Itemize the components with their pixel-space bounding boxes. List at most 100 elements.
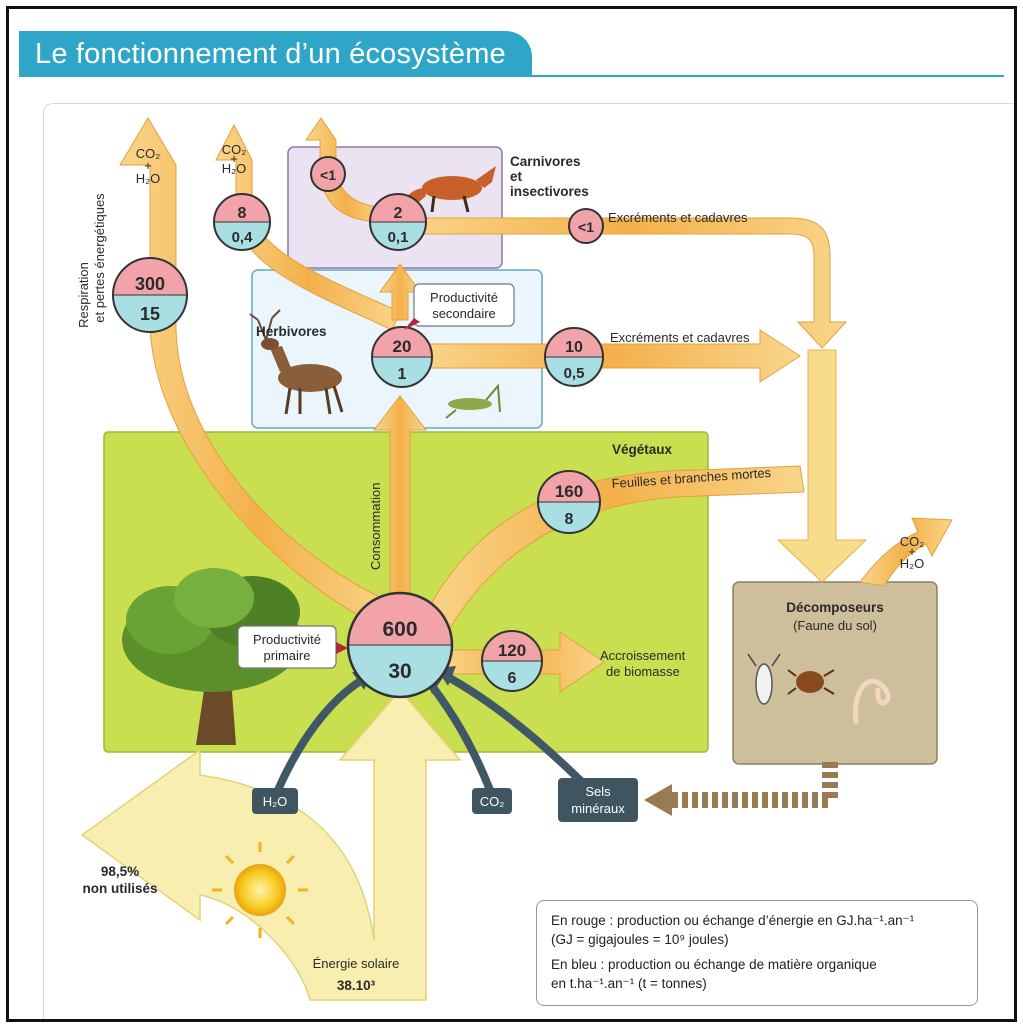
springtail-icon	[747, 653, 781, 705]
carnivores-loss-arrow	[305, 117, 387, 223]
respiration-arrow	[119, 117, 399, 626]
circle-litter: 160 8	[537, 470, 601, 534]
secondary-callout-pointer-icon	[404, 318, 420, 330]
primary-productivity-line2: primaire	[264, 648, 311, 663]
carnivores-title-line2: et	[510, 169, 523, 184]
decomposeurs-title: Décomposeurs	[786, 600, 884, 615]
decomposers-gas-label: CO₂ + H₂O	[900, 534, 925, 571]
respiration-gas-label: CO₂ + H₂O	[136, 146, 161, 186]
circle-carnivores-excrement: <1	[568, 208, 604, 244]
svg-text:H₂O: H₂O	[136, 171, 161, 186]
herbivores-energy: 20	[393, 337, 412, 356]
unused-label: non utilisés	[82, 881, 157, 896]
secondary-productivity-line1: Productivité	[430, 290, 498, 305]
to-decomposers-arrow	[776, 349, 868, 583]
legend-blue: En bleu : production ou échange de matiè…	[551, 955, 963, 993]
accroissement-label-2: de biomasse	[606, 664, 680, 679]
carnivores-matter: 0,1	[388, 229, 409, 246]
herbivores-matter: 1	[398, 366, 407, 383]
legend-red-line2: (GJ = gigajoules = 10⁹ joules)	[551, 932, 729, 947]
co2-input-arrow	[428, 683, 494, 792]
herbivores-loss-matter: 0,4	[232, 229, 254, 246]
minerals-label-line2: minéraux	[571, 801, 625, 816]
h2o-box-label: H₂O	[263, 794, 288, 809]
h2o-box	[252, 788, 298, 814]
grasshopper-icon	[445, 383, 501, 419]
svg-text:CO₂: CO₂	[900, 534, 925, 549]
minerals-label-line1: Sels	[585, 784, 611, 799]
tree-icon	[122, 568, 302, 745]
secondary-productivity-line2: secondaire	[432, 306, 496, 321]
minerals-box	[558, 778, 638, 822]
deer-icon	[249, 309, 344, 415]
circle-herbivores-excrement: 10 0,5	[544, 327, 604, 387]
circle-biomass: 120 6	[481, 630, 543, 692]
solar-energy-value: 38.10³	[337, 978, 376, 993]
herbivores-excrement-arrow	[419, 329, 801, 383]
consumption-arrow	[372, 395, 428, 606]
respiration-matter: 15	[140, 304, 160, 324]
carnivores-energy: 2	[394, 205, 403, 222]
herbivores-title: Herbivores	[256, 324, 327, 339]
svg-text:+: +	[908, 544, 916, 559]
carnivores-excrement-arrow	[407, 217, 848, 349]
carnivores-excrement-label: Excréments et cadavres	[608, 210, 748, 225]
legend-blue-line2: en t.ha⁻¹.an⁻¹ (t = tonnes)	[551, 976, 707, 991]
decomposers-co2-arrow	[859, 517, 953, 587]
legend-blue-line1: En bleu : production ou échange de matiè…	[551, 957, 877, 972]
legend-red: En rouge : production ou échange d’énerg…	[551, 911, 963, 949]
herb-to-carn-arrow	[379, 263, 421, 321]
svg-text:CO₂: CO₂	[136, 146, 161, 161]
mineral-return-arrow	[672, 762, 838, 808]
accroissement-label-1: Accroissement	[600, 648, 686, 663]
primary-callout-pointer-icon	[336, 642, 348, 654]
primary-productivity-line1: Productivité	[253, 632, 321, 647]
unused-percent: 98,5%	[101, 864, 139, 879]
carnivores-title-line1: Carnivores	[510, 154, 581, 169]
carnivores-excrement-energy: <1	[578, 219, 594, 235]
page-title: Le fonctionnement d’un écosystème	[19, 31, 532, 77]
biomass-energy: 120	[498, 641, 526, 660]
decomposeurs-subtitle: (Faune du sol)	[793, 618, 877, 633]
svg-text:H₂O: H₂O	[222, 161, 247, 176]
circle-respiration: 300 15	[112, 257, 188, 333]
respiration-label-1: Respiration	[76, 262, 91, 328]
co2-box	[472, 788, 512, 814]
title-underline	[19, 75, 1004, 77]
carnivores-title-line3: insectivores	[510, 184, 589, 199]
litter-energy: 160	[555, 482, 583, 501]
herbivores-excrement-matter: 0,5	[564, 365, 585, 382]
fox-icon	[406, 166, 496, 213]
primary-matter: 30	[388, 660, 411, 683]
legend-red-line1: En rouge : production ou échange d’énerg…	[551, 913, 915, 928]
respiration-energy: 300	[135, 274, 165, 294]
svg-text:H₂O: H₂O	[900, 556, 925, 571]
herbivores-loss-energy: 8	[238, 205, 247, 222]
co2-box-label: CO₂	[480, 794, 505, 809]
respiration-label-2: et pertes énergétiques	[92, 193, 107, 323]
litter-arrow	[419, 465, 805, 636]
worm-icon	[852, 678, 891, 725]
solar-energy-label: Énergie solaire	[313, 956, 400, 971]
solar-energy-arrow	[80, 688, 462, 1001]
biomass-matter: 6	[508, 670, 517, 687]
litter-matter: 8	[565, 511, 574, 528]
herbivores-excrement-label: Excréments et cadavres	[610, 330, 750, 345]
mineral-return-arrowhead-icon	[644, 784, 672, 816]
herbivores-excrement-energy: 10	[565, 339, 583, 356]
sun-rays-icon	[212, 842, 308, 938]
svg-text:+: +	[144, 158, 152, 173]
secondary-productivity-callout	[413, 283, 515, 327]
consommation-label: Consommation	[368, 483, 383, 570]
primary-energy: 600	[382, 618, 417, 641]
circle-carnivores-loss: <1	[310, 156, 346, 192]
mite-icon	[787, 669, 835, 695]
circle-carnivores: 2 0,1	[369, 193, 427, 251]
carnivores-loss-energy: <1	[320, 167, 336, 183]
svg-text:+: +	[230, 151, 238, 166]
minerals-input-arrow	[444, 672, 593, 793]
h2o-input-arrow	[274, 676, 365, 792]
svg-text:CO₂: CO₂	[222, 142, 247, 157]
herbivores-gas-label: CO₂ + H₂O	[222, 142, 247, 176]
